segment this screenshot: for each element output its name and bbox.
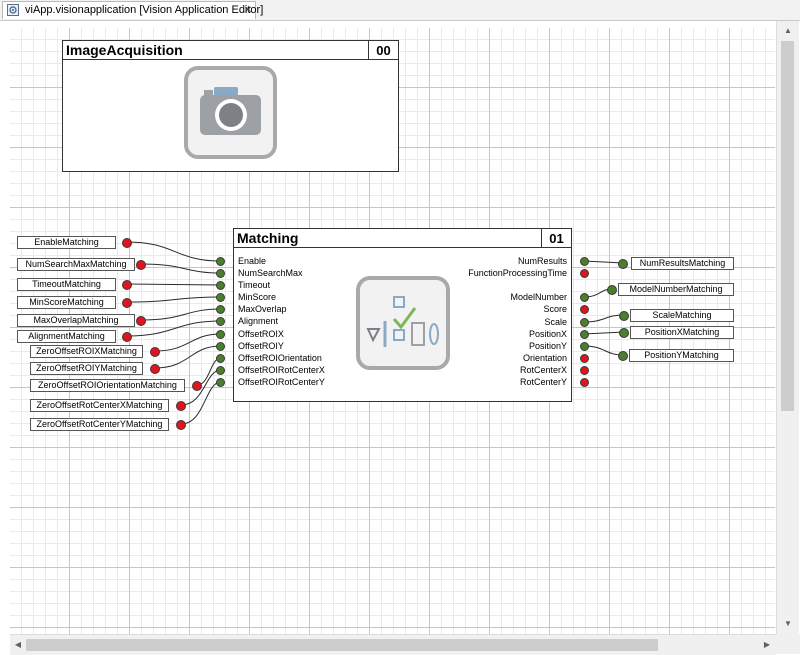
input-variable-dot[interactable] (122, 280, 132, 290)
output-port-dot[interactable] (580, 330, 589, 339)
input-port-label: OffsetROIRotCenterX (238, 365, 325, 375)
output-variable[interactable]: NumResultsMatching (631, 257, 734, 270)
output-port-dot[interactable] (580, 257, 589, 266)
output-port-label: RotCenterY (519, 377, 567, 387)
scroll-left-icon[interactable]: ◀ (14, 640, 22, 649)
scroll-right-icon[interactable]: ▶ (763, 640, 771, 649)
block-number: 00 (368, 41, 398, 60)
block-number: 01 (541, 229, 571, 248)
output-port-dot[interactable] (580, 305, 589, 314)
input-variable-dot[interactable] (176, 420, 186, 430)
output-variable-dot[interactable] (618, 259, 628, 269)
output-port-dot[interactable] (580, 293, 589, 302)
output-variable-dot[interactable] (619, 328, 629, 338)
output-port-label: RotCenterX (519, 365, 567, 375)
input-variable-dot[interactable] (122, 298, 132, 308)
block-title: Matching (234, 229, 571, 248)
matching-block[interactable]: Matching 01 (233, 228, 572, 402)
input-variable[interactable]: NumSearchMaxMatching (17, 258, 135, 271)
input-port-dot[interactable] (216, 354, 225, 363)
input-port-dot[interactable] (216, 293, 225, 302)
output-variable-dot[interactable] (619, 311, 629, 321)
input-variable[interactable]: TimeoutMatching (17, 278, 116, 291)
output-port-dot[interactable] (580, 378, 589, 387)
input-port-dot[interactable] (216, 317, 225, 326)
editor-tab-bar: viApp.visionapplication [Vision Applicat… (0, 0, 800, 21)
input-variable[interactable]: ZeroOffsetROIOrientationMatching (30, 379, 185, 392)
input-variable-dot[interactable] (136, 316, 146, 326)
input-port-label: Alignment (238, 316, 279, 326)
editor-tab[interactable]: viApp.visionapplication [Vision Applicat… (2, 1, 263, 19)
output-port-label: FunctionProcessingTime (468, 268, 567, 278)
input-port-dot[interactable] (216, 281, 225, 290)
output-variable[interactable]: PositionYMatching (629, 349, 734, 362)
horizontal-scroll-thumb[interactable] (26, 639, 658, 651)
input-port-label: OffsetROIOrientation (238, 353, 322, 363)
input-variable-dot[interactable] (136, 260, 146, 270)
matching-icon (356, 276, 450, 370)
input-port-label: Timeout (238, 280, 271, 290)
input-variable-dot[interactable] (122, 238, 132, 248)
close-icon[interactable]: ✕ (243, 5, 253, 16)
input-port-label: MinScore (238, 292, 277, 302)
editor-tab-title: viApp.visionapplication [Vision Applicat… (25, 4, 264, 16)
output-port-dot[interactable] (580, 354, 589, 363)
input-variable[interactable]: ZeroOffsetROIYMatching (30, 362, 143, 375)
output-port-label: Scale (544, 317, 567, 327)
output-port-dot[interactable] (580, 318, 589, 327)
input-variable-dot[interactable] (150, 364, 160, 374)
input-port-label: MaxOverlap (238, 304, 287, 314)
input-port-dot[interactable] (216, 330, 225, 339)
input-variable[interactable]: AlignmentMatching (17, 330, 116, 343)
input-port-label: OffsetROIX (238, 329, 284, 339)
output-port-dot[interactable] (580, 342, 589, 351)
scroll-down-icon[interactable]: ▼ (784, 619, 792, 628)
output-variable[interactable]: ModelNumberMatching (618, 283, 734, 296)
image-acquisition-block[interactable]: ImageAcquisition 00 (62, 40, 399, 172)
output-port-label: ModelNumber (510, 292, 567, 302)
input-variable[interactable]: MaxOverlapMatching (17, 314, 135, 327)
camera-icon (184, 66, 277, 159)
output-variable[interactable]: ScaleMatching (630, 309, 734, 322)
input-variable[interactable]: EnableMatching (17, 236, 116, 249)
input-variable-dot[interactable] (176, 401, 186, 411)
output-port-label: Score (543, 304, 567, 314)
horizontal-scrollbar[interactable]: ◀ ▶ (10, 634, 776, 655)
scroll-up-icon[interactable]: ▲ (784, 26, 792, 35)
input-port-dot[interactable] (216, 257, 225, 266)
block-title: ImageAcquisition (63, 41, 398, 60)
scrollbar-corner (776, 634, 800, 654)
output-port-label: NumResults (517, 256, 567, 266)
input-port-dot[interactable] (216, 305, 225, 314)
input-port-label: OffsetROIRotCenterY (238, 377, 325, 387)
input-variable-dot[interactable] (192, 381, 202, 391)
input-port-dot[interactable] (216, 342, 225, 351)
input-port-label: Enable (238, 256, 267, 266)
output-port-label: Orientation (522, 353, 567, 363)
output-port-dot[interactable] (580, 269, 589, 278)
vertical-scrollbar[interactable]: ▲ ▼ (776, 21, 799, 634)
input-variable-dot[interactable] (150, 347, 160, 357)
output-variable-dot[interactable] (607, 285, 617, 295)
input-port-dot[interactable] (216, 378, 225, 387)
vertical-scroll-thumb[interactable] (781, 41, 794, 411)
input-variable[interactable]: MinScoreMatching (17, 296, 116, 309)
input-port-dot[interactable] (216, 366, 225, 375)
output-variable[interactable]: PositionXMatching (630, 326, 734, 339)
input-variable-dot[interactable] (122, 332, 132, 342)
input-port-dot[interactable] (216, 269, 225, 278)
vision-app-icon (7, 4, 19, 16)
output-variable-dot[interactable] (618, 351, 628, 361)
input-variable[interactable]: ZeroOffsetRotCenterYMatching (30, 418, 169, 431)
input-port-label: OffsetROIY (238, 341, 284, 351)
output-port-label: PositionY (528, 341, 567, 351)
input-variable[interactable]: ZeroOffsetROIXMatching (30, 345, 143, 358)
input-variable[interactable]: ZeroOffsetRotCenterXMatching (30, 399, 169, 412)
output-port-label: PositionX (528, 329, 567, 339)
input-port-label: NumSearchMax (238, 268, 303, 278)
output-port-dot[interactable] (580, 366, 589, 375)
